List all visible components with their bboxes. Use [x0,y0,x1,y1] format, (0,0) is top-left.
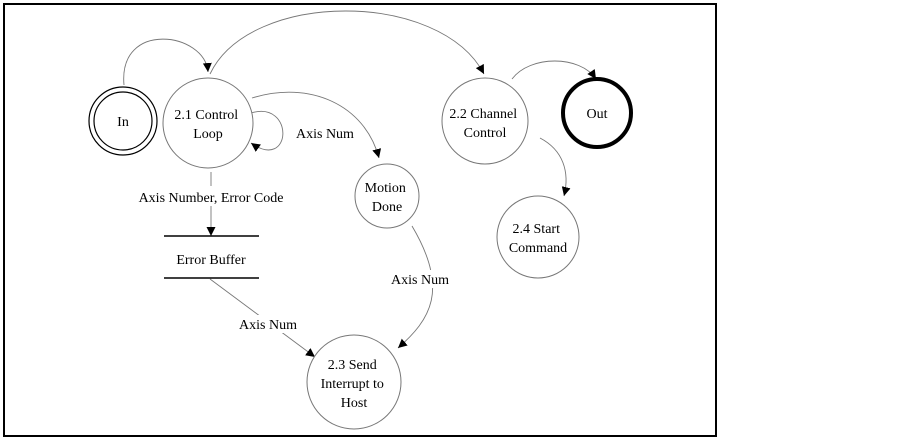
node-out-label: Out [587,107,608,122]
edge-channel-control-to-out [511,60,597,80]
node-out: Out [561,77,633,149]
edge-label-self-loop: Axis Num [296,127,354,142]
edge-channel-control-to-start-command [539,137,571,197]
node-control-loop-label: 2.1 Control Loop [174,108,241,142]
edge-control-loop-to-channel-control [209,10,485,75]
node-error-buffer: Error Buffer [164,235,259,279]
edge-control-loop-to-motion-done [251,91,382,159]
node-motion-done-label: Motion Done [365,181,410,215]
node-in-label: In [117,115,129,130]
node-send-interrupt: 2.3 Send Interrupt to Host [306,334,402,430]
edge-motion-done-to-send-interrupt [397,225,434,349]
node-motion-done: Motion Done [354,163,420,229]
edge-label-to-error-buffer: Axis Number, Error Code [139,191,284,206]
edge-control-loop-self-loop [250,110,284,152]
edge-in-to-control-loop [123,38,212,86]
node-start-command: 2.4 Start Command [496,195,580,279]
edge-label-motion-to-interrupt: Axis Num [391,273,449,288]
node-in: In [88,86,158,156]
node-start-command-label: 2.4 Start Command [509,222,567,256]
node-error-buffer-label: Error Buffer [176,253,246,268]
node-send-interrupt-label: 2.3 Send Interrupt to Host [321,358,388,411]
node-channel-control-label: 2.2 Channel Control [449,107,520,141]
node-channel-control: 2.2 Channel Control [441,77,529,165]
edge-label-buffer-to-interrupt: Axis Num [239,318,297,333]
node-control-loop: 2.1 Control Loop [162,77,254,169]
diagram-frame [3,3,717,437]
